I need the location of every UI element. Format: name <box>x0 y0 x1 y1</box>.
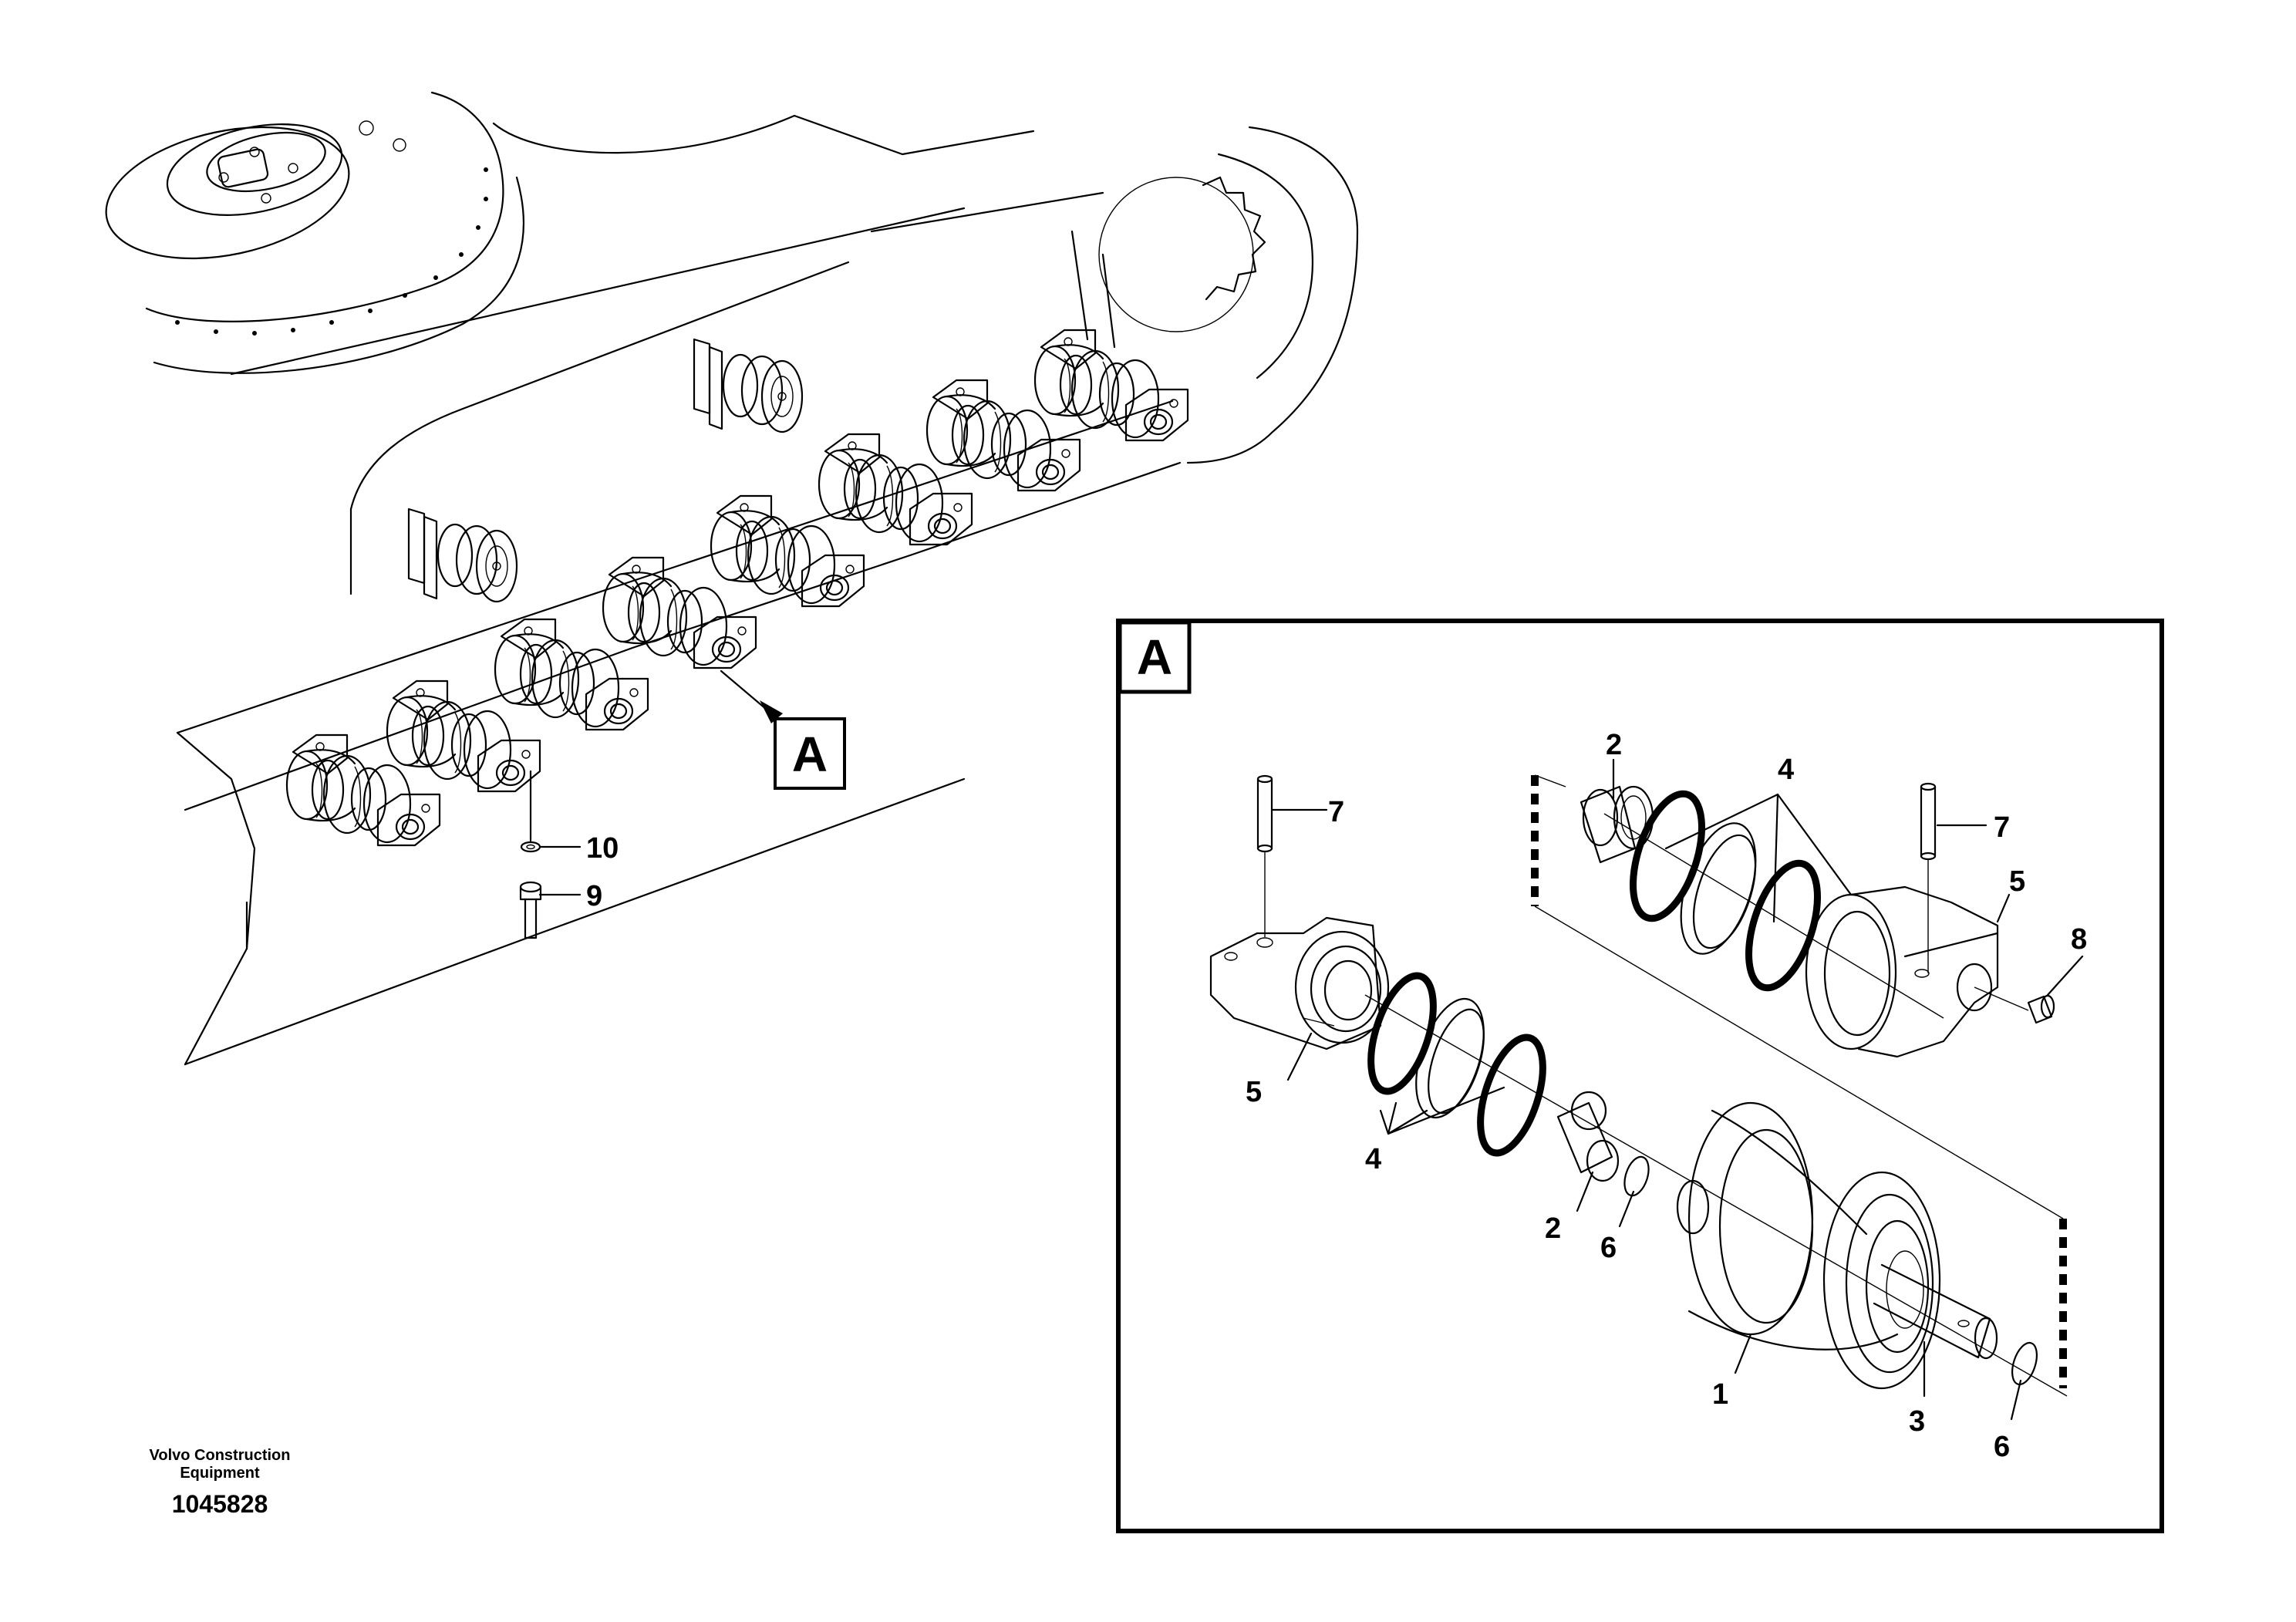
callout-3: 3 <box>1909 1405 1925 1438</box>
detail-view-a: A <box>1116 619 2164 1533</box>
callout-5-left: 5 <box>1246 1076 1262 1108</box>
detail-reference-marker: A <box>774 717 846 790</box>
track-roller <box>1676 1101 1941 1390</box>
undercarriage-overview: 10 9 A <box>105 91 1359 1066</box>
plug <box>1974 955 2084 1024</box>
manufacturer-caption: Volvo Construction Equipment <box>149 1447 291 1482</box>
callout-8: 8 <box>2071 923 2087 956</box>
bracket-left <box>1209 916 1390 1050</box>
callout-5-right: 5 <box>2009 865 2025 898</box>
detail-label: A <box>1137 629 1172 685</box>
callout-1: 1 <box>1712 1378 1728 1411</box>
callout-6-bottom: 6 <box>1994 1431 2010 1463</box>
pin-left <box>1256 774 1328 937</box>
callout-7-right: 7 <box>1994 811 2010 844</box>
callout-6-mid: 6 <box>1600 1232 1617 1264</box>
detail-reference-label: A <box>792 727 828 782</box>
callout-4-top: 4 <box>1778 754 1794 786</box>
pin-right <box>1920 782 1988 973</box>
callout-10: 10 <box>586 832 619 865</box>
callout-9: 9 <box>586 880 602 912</box>
callout-4-bottom: 4 <box>1365 1143 1381 1175</box>
callout-7-left: 7 <box>1328 796 1344 828</box>
callout-2-top: 2 <box>1606 729 1622 761</box>
bracket-right <box>1805 885 1999 1058</box>
drawing-number: 1045828 <box>171 1490 268 1518</box>
callout-2-bottom: 2 <box>1545 1212 1561 1245</box>
